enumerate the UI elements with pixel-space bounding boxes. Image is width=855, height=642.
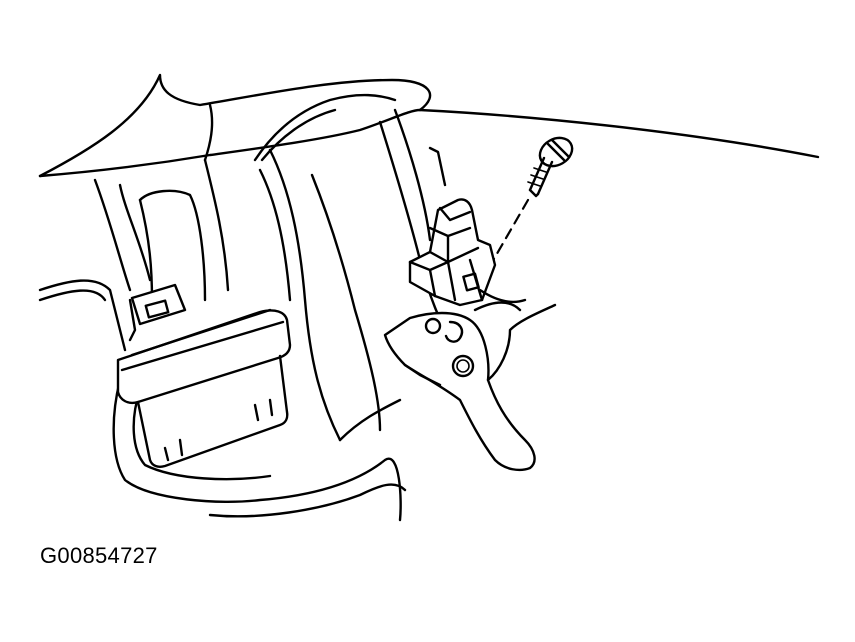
relay-bracket-assembly [408, 198, 497, 307]
relay-box [116, 283, 292, 468]
lower-panel-outline [38, 108, 452, 522]
figure-id-label: G00854727 [40, 543, 158, 568]
mounting-bracket [383, 288, 557, 472]
dashboard-outline [38, 73, 820, 178]
mounting-screw [527, 136, 574, 198]
